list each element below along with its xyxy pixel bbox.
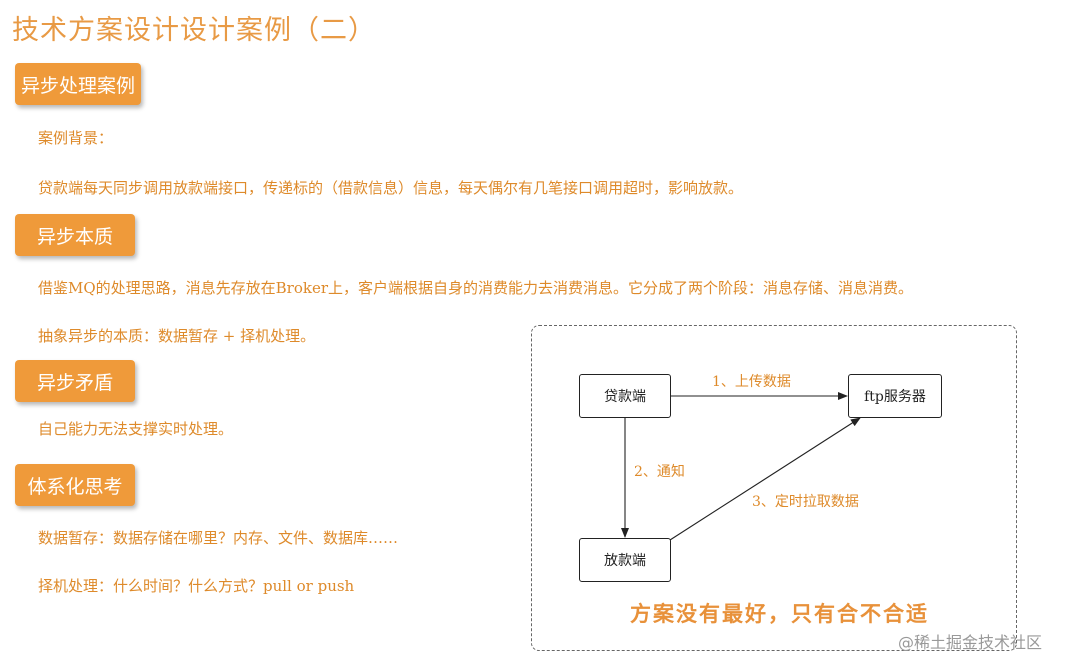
watermark: @稀土掘金技术社区 bbox=[898, 633, 1043, 652]
ftp-server-node: ftp服务器 bbox=[848, 374, 942, 418]
opportunistic-processing-text: 择机处理：什么时间？什么方式？pull or push bbox=[38, 577, 355, 595]
async-essence-text-2: 抽象异步的本质：数据暂存 + 择机处理。 bbox=[38, 327, 316, 345]
page-title: 技术方案设计设计案例（二） bbox=[12, 15, 376, 46]
edge-upload-label: 1、上传数据 bbox=[712, 374, 791, 390]
async-case-badge: 异步处理案例 bbox=[15, 63, 141, 105]
edge-notify-label: 2、通知 bbox=[634, 464, 685, 480]
case-background-text: 贷款端每天同步调用放款端接口，传递标的（借款信息）信息，每天偶尔有几笔接口调用超… bbox=[38, 179, 744, 197]
async-essence-text-1: 借鉴MQ的处理思路，消息先存放在Broker上，客户端根据自身的消费能力去消费消… bbox=[38, 279, 914, 297]
case-background-label: 案例背景： bbox=[38, 129, 114, 147]
payout-end-node: 放款端 bbox=[579, 538, 671, 582]
async-conflict-text: 自己能力无法支撑实时处理。 bbox=[38, 420, 234, 438]
edge-pull-label: 3、定时拉取数据 bbox=[752, 494, 859, 510]
edge-pull-arrow bbox=[669, 417, 861, 541]
loan-end-node: 贷款端 bbox=[579, 374, 671, 418]
async-conflict-badge: 异步矛盾 bbox=[15, 360, 135, 402]
diagram-slogan: 方案没有最好，只有合不合适 bbox=[630, 601, 929, 626]
data-staging-text: 数据暂存：数据存储在哪里？内存、文件、数据库…… bbox=[38, 529, 399, 547]
systematic-thinking-badge: 体系化思考 bbox=[15, 464, 135, 506]
diagram-frame bbox=[531, 325, 1017, 651]
async-essence-badge: 异步本质 bbox=[15, 214, 135, 256]
